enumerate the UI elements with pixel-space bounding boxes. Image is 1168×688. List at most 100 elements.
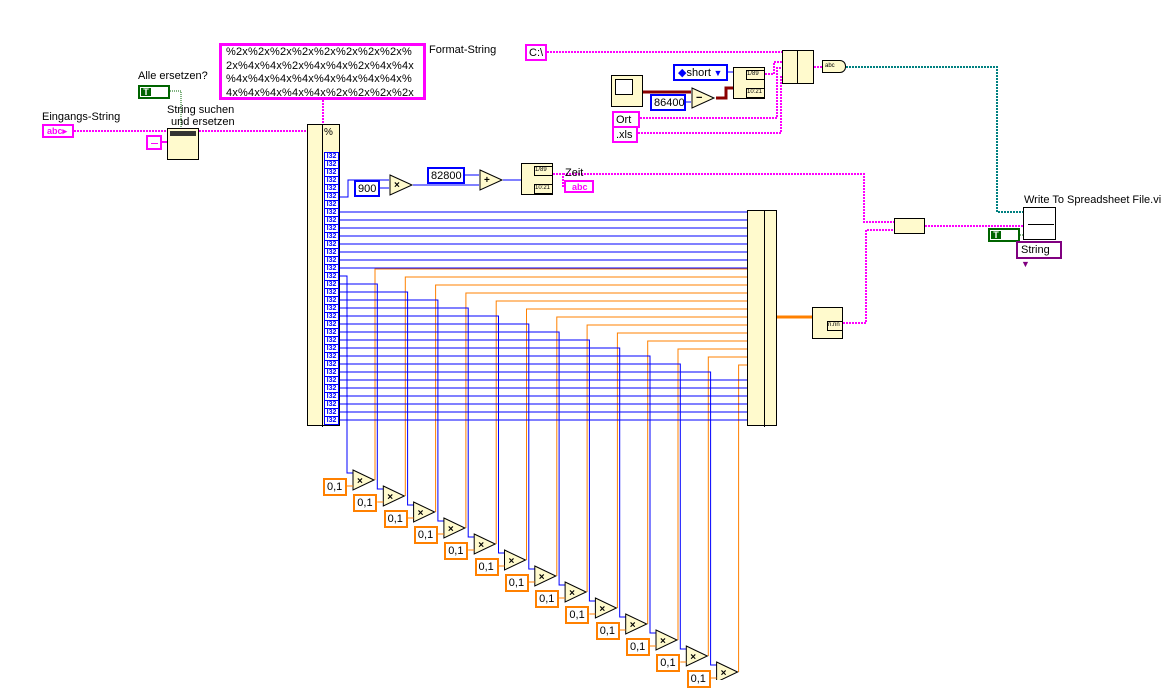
multiply-node[interactable]: × <box>382 485 406 507</box>
i32-wire <box>340 347 626 618</box>
format-string-line: %2x%2x%2x%2x%2x%2x%2x%2x% <box>226 46 412 58</box>
build-path-concatenate-node[interactable] <box>782 50 814 84</box>
percent-icon: % <box>324 127 333 138</box>
multiply-node[interactable]: × <box>685 645 709 667</box>
svg-text:+: + <box>484 175 490 186</box>
build-array-node[interactable] <box>747 210 777 427</box>
string-wire <box>563 173 894 223</box>
time-icon: 10:21 <box>534 184 553 194</box>
string-wire <box>640 67 782 119</box>
array-to-spreadsheet-string-node[interactable]: n.nn <box>812 307 843 339</box>
boolean-true-glyph: T <box>141 88 151 97</box>
spreadsheet-icon <box>1028 224 1054 239</box>
multiply-node[interactable]: × <box>625 613 648 635</box>
scan-output-i32-terminal[interactable]: I32 <box>324 416 339 425</box>
scale-factor-constant[interactable]: 0,1 <box>383 510 408 528</box>
time-icon: 10:21 <box>746 88 765 98</box>
clock-icon <box>615 79 633 95</box>
multiply-node[interactable]: × <box>473 533 497 555</box>
i32-wire <box>340 323 535 570</box>
svg-text:×: × <box>387 492 393 503</box>
format-string-line: 4x%4x%4x%4x%4x%2x%2x%2x%2x <box>226 86 415 99</box>
time-format-value: short <box>686 67 711 79</box>
format-date-time-node-zeit[interactable]: 1/89 10:21 <box>521 163 553 195</box>
string-wire <box>638 76 782 134</box>
svg-text:×: × <box>660 636 666 647</box>
constant-900[interactable]: 900 <box>354 180 380 197</box>
scale-factor-constant[interactable]: 0,1 <box>353 494 378 512</box>
scale-factor-constant[interactable]: 0,1 <box>413 526 438 544</box>
format-date-time-node[interactable]: 1/89 10:21 <box>733 67 765 99</box>
und-ersetzen-label: und ersetzen <box>171 116 235 128</box>
dbl-wire <box>647 340 747 624</box>
spreadsheet-type-ring[interactable]: String ▼ <box>1016 241 1062 269</box>
path-constant-c[interactable]: C:\ <box>525 44 547 61</box>
get-date-time-node[interactable] <box>611 75 643 107</box>
i32-wire <box>340 283 384 490</box>
search-replace-string-node[interactable] <box>167 128 199 160</box>
svg-text:×: × <box>448 524 454 535</box>
format-icon: n.nn <box>827 321 843 331</box>
write-spreadsheet-file-node[interactable] <box>1023 207 1056 240</box>
i32-wire <box>340 315 505 554</box>
bool-wire <box>170 90 182 128</box>
dbl-wire <box>677 348 747 640</box>
i32-wire <box>340 299 444 522</box>
dbl-wire <box>404 276 747 496</box>
multiply-node[interactable]: × <box>716 661 739 680</box>
scale-factor-constant[interactable]: 0,1 <box>535 590 560 608</box>
dbl-wire <box>616 332 747 608</box>
timestamp-wire <box>716 86 733 100</box>
constant-86400[interactable]: 86400 <box>650 94 686 111</box>
dbl-wire <box>556 316 747 576</box>
dbl-wire <box>707 356 747 656</box>
spreadsheet-type-value: String <box>1021 244 1050 256</box>
multiply-node[interactable]: × <box>413 501 436 523</box>
dbl-wire <box>526 308 747 560</box>
write-spreadsheet-label: Write To Spreadsheet File.vi <box>1024 194 1162 206</box>
multiply-node[interactable]: × <box>352 469 376 491</box>
svg-text:×: × <box>418 508 424 519</box>
format-string-constant[interactable]: %2x%2x%2x%2x%2x%2x%2x%2x% 2x%4x%4x%2x%4x… <box>219 43 426 100</box>
scale-factor-constant[interactable]: 0,1 <box>595 622 620 640</box>
svg-text:−: − <box>696 92 702 104</box>
string-wire <box>843 229 894 324</box>
scale-factor-constant[interactable]: 0,1 <box>656 654 681 672</box>
build-array-2d-node[interactable] <box>894 218 925 234</box>
string-to-path-node[interactable]: abc <box>822 60 846 73</box>
zeit-indicator[interactable]: abc <box>564 180 594 193</box>
multiply-node[interactable]: × <box>443 517 467 539</box>
dbl-wire <box>435 284 747 512</box>
scale-factor-constant[interactable]: 0,1 <box>565 606 590 624</box>
multiply-node[interactable]: × <box>534 565 557 587</box>
xls-constant[interactable]: .xls <box>612 126 638 143</box>
transpose-boolean-constant[interactable]: T <box>988 228 1020 242</box>
i32-wire <box>340 371 717 666</box>
scale-factor-constant[interactable]: 0,1 <box>626 638 650 656</box>
scale-factor-constant[interactable]: 0,1 <box>504 574 529 592</box>
format-string-label: Format-String <box>429 44 497 56</box>
scale-factor-constant[interactable]: 0,1 <box>686 670 711 688</box>
multiply-node[interactable]: × <box>564 581 588 603</box>
eingangs-string-control[interactable]: abc▸ <box>42 124 74 138</box>
empty-string-constant[interactable] <box>146 135 162 150</box>
subtract-node[interactable]: − <box>691 87 716 109</box>
scale-factor-constant[interactable]: 0,1 <box>474 558 499 576</box>
time-format-enum[interactable]: ◆short ▼ <box>673 64 728 81</box>
constant-82800[interactable]: 82800 <box>427 167 465 184</box>
add-node[interactable]: + <box>479 169 504 191</box>
scale-factor-constant[interactable]: 0,1 <box>323 478 347 496</box>
scale-factor-constant[interactable]: 0,1 <box>444 542 469 560</box>
multiply-node-900[interactable]: × <box>389 174 414 196</box>
multiply-node[interactable]: × <box>594 597 618 619</box>
eingangs-string-label: Eingangs-String <box>42 111 121 123</box>
svg-text:×: × <box>478 540 484 551</box>
date-icon: 1/89 <box>746 70 765 80</box>
string-suchen-label: String suchen <box>167 104 235 116</box>
multiply-node[interactable]: × <box>655 629 679 651</box>
svg-text:×: × <box>394 180 400 191</box>
multiply-node[interactable]: × <box>504 549 527 571</box>
format-string-line: %4x%4x%4x%4x%4x%4x%4x%4x% <box>226 73 412 85</box>
alle-ersetzen-constant[interactable]: T <box>138 85 170 99</box>
